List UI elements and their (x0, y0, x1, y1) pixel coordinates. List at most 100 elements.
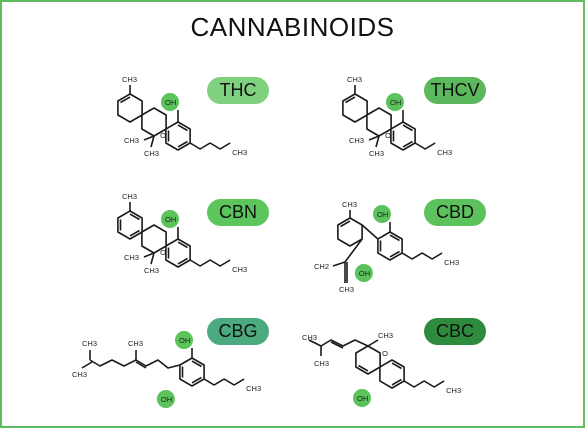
oxygen-label: O (160, 248, 166, 257)
hydroxyl-highlight (156, 390, 175, 408)
badge-thc: THC (207, 77, 269, 104)
geranyl-chain (89, 359, 181, 369)
methyl-bond (143, 135, 155, 141)
ring-c (379, 359, 405, 389)
oxygen-label: O (382, 349, 388, 358)
methyl-bond (150, 252, 155, 265)
alkyl-chain (414, 142, 436, 150)
ring-c (165, 238, 191, 268)
ch3-label: CH3 (349, 136, 364, 145)
badge-cbg: CBG (207, 318, 269, 345)
double-bond (177, 140, 188, 148)
hydroxyl-highlight (161, 93, 179, 111)
double-bond (330, 341, 344, 349)
ring-c (165, 121, 191, 151)
double-bond (191, 360, 202, 368)
ch3-label: CH3 (122, 75, 137, 84)
double-bond (402, 140, 413, 148)
badge-cbc: CBC (424, 318, 486, 345)
oh-label: OH (377, 210, 388, 219)
ch3-label: CH3 (369, 149, 384, 158)
ch3-label: CH3 (144, 149, 159, 158)
ch3-label: CH3 (446, 386, 461, 395)
oh-label: OH (357, 394, 368, 403)
double-bond (81, 361, 93, 369)
hydroxyl-highlight (353, 389, 371, 407)
oh-label: OH (161, 395, 172, 404)
methyl-bond (368, 135, 380, 141)
ring-a (337, 217, 363, 247)
double-bond (129, 229, 140, 237)
double-bond (389, 234, 400, 242)
oh-label: OH (165, 98, 176, 107)
double-bond (389, 250, 400, 258)
ch3-label: CH3 (144, 266, 159, 275)
oh-label: OH (165, 215, 176, 224)
methyl-bond (375, 135, 380, 148)
page-title: CANNABINOIDS (190, 12, 395, 42)
badge-cbd: CBD (424, 199, 486, 226)
ring-b (355, 345, 381, 375)
ch3-label: CH3 (347, 75, 362, 84)
double-bond (345, 96, 356, 104)
ch3-label: CH3 (124, 136, 139, 145)
double-bond (358, 364, 369, 372)
methyl-bond (367, 339, 379, 347)
isopropenyl (332, 261, 346, 267)
double-bond (129, 213, 140, 221)
hydroxyl-highlight (386, 93, 404, 111)
ch3-label: CH3 (246, 384, 261, 393)
ch3-label: CH3 (122, 192, 137, 201)
ch3-label: CH3 (302, 333, 317, 342)
oxygen-label: O (160, 131, 166, 140)
ring-a (117, 210, 143, 240)
double-bond (120, 96, 131, 104)
double-bond (340, 220, 351, 228)
ch3-label: CH3 (72, 370, 87, 379)
alkyl-chain (403, 380, 445, 388)
badge-thcv: THCV (424, 77, 486, 104)
double-bond (402, 124, 413, 132)
prenyl-chain (320, 339, 369, 347)
hydroxyl-highlight (373, 205, 391, 223)
oxygen-label: O (385, 131, 391, 140)
oh-label: OH (179, 336, 190, 345)
aryl-bond (361, 224, 379, 240)
alkyl-chain (189, 142, 231, 150)
hydroxyl-highlight (175, 331, 193, 349)
oh-label: OH (359, 269, 370, 278)
ch3-label: CH3 (232, 148, 247, 157)
ch3-label: CH3 (437, 148, 452, 157)
ch3-label: CH3 (82, 339, 97, 348)
double-bond (177, 257, 188, 265)
ch3-label: CH3 (444, 258, 459, 267)
alkyl-chain (401, 252, 443, 260)
ch3-label: CH3 (342, 200, 357, 209)
ring-a (342, 93, 368, 123)
double-bond (391, 362, 402, 370)
ch3-label: CH3 (128, 339, 143, 348)
alkyl-chain (189, 259, 231, 267)
alkyl-chain (203, 378, 245, 386)
oh-label: OH (390, 98, 401, 107)
ring-c (377, 231, 403, 261)
hydroxyl-highlight (161, 210, 179, 228)
ring-c (390, 121, 416, 151)
ch3-label: CH3 (339, 285, 354, 294)
double-bond (177, 124, 188, 132)
hydroxyl-highlight (354, 264, 373, 282)
ring-c (179, 357, 205, 387)
double-bond (191, 376, 202, 384)
double-bond (177, 241, 188, 249)
methyl-bond (143, 252, 155, 258)
methyl-bond (150, 135, 155, 148)
methyl-bond (308, 339, 322, 347)
ch3-label: CH3 (124, 253, 139, 262)
double-bond (135, 361, 147, 369)
